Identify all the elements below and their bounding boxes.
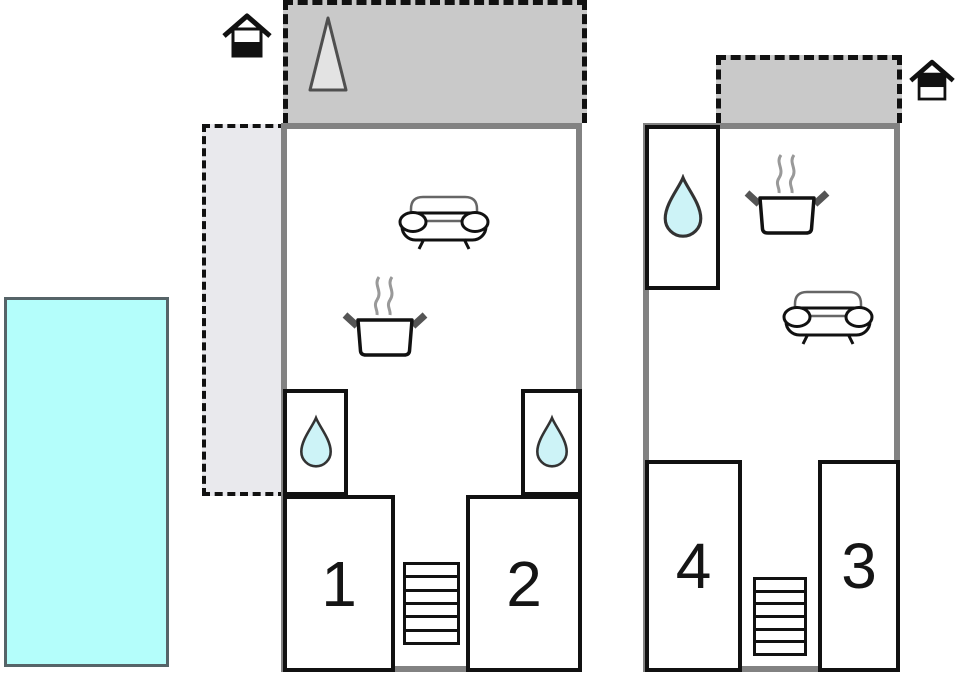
water-drop-icon [649, 129, 716, 286]
covered-terrace-ground [283, 0, 587, 123]
stairs-icon [403, 562, 460, 645]
room-number-label: 4 [675, 530, 712, 602]
bedroom-1: 1 [283, 495, 395, 672]
bedroom-2: 2 [466, 495, 582, 672]
bathroom-ground-left [283, 389, 348, 496]
bathroom-ground-right [521, 389, 582, 496]
room-number-label: 2 [506, 547, 542, 620]
tree-icon [306, 15, 350, 93]
covered-terrace-upper [716, 55, 902, 123]
patio-dashed-area [202, 124, 286, 496]
entrance-house-icon-right [908, 58, 956, 105]
water-drop-icon [525, 393, 578, 492]
cooking-pot-icon [744, 152, 830, 236]
bedroom-3: 3 [818, 460, 900, 672]
entrance-house-icon-left [221, 12, 273, 62]
bedroom-4: 4 [645, 460, 742, 672]
water-drop-icon [287, 393, 344, 492]
stairs-icon [753, 577, 807, 656]
sofa-icon [778, 287, 878, 345]
cooking-pot-icon [342, 274, 428, 358]
bathroom-upper [645, 125, 720, 290]
sofa-icon [394, 192, 494, 250]
room-number-label: 1 [321, 547, 357, 620]
room-number-label: 3 [841, 530, 877, 602]
swimming-pool [4, 297, 169, 667]
